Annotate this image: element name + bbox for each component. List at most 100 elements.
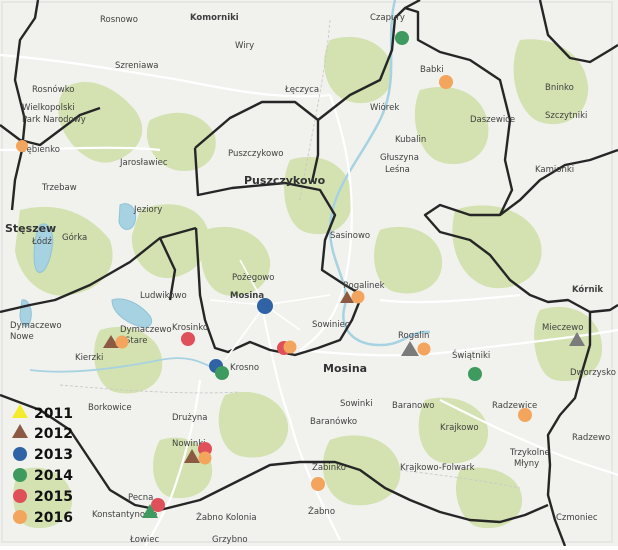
label-trzykolne-2: Młyny [514, 459, 539, 469]
label-zabno-kolonia: Żabno Kolonia [196, 512, 257, 523]
marker-2015 [181, 332, 195, 346]
label-kamionki: Kamionki [535, 165, 574, 175]
label-trzebaw: Trzebaw [41, 183, 77, 193]
place-labels: Rosnowo Komorniki Szreniawa Wiry Łęczyca… [5, 13, 616, 545]
label-dymaczewo-stare-1: Dymaczewo [120, 325, 172, 335]
marker-grey-triangle [569, 332, 585, 346]
label-krosinko: Krosinko [172, 323, 208, 333]
label-sowiniec: Sowiniec [312, 320, 350, 330]
label-jaroslawiec: Jarosławiec [119, 158, 168, 168]
label-steszew: Stęszew [5, 222, 56, 235]
label-komorniki: Komorniki [190, 13, 239, 23]
label-zabinko: Żabinko [312, 462, 346, 473]
marker-2016 [518, 408, 532, 422]
label-szczytniki: Szczytniki [545, 111, 587, 121]
legend: 2011 2012 2013 2014 2015 2016 [12, 404, 73, 526]
label-kornik: Kórnik [572, 284, 603, 295]
label-trzykolne-1: Trzykolne [509, 448, 550, 458]
label-mosina: Mosina [323, 362, 367, 375]
marker-2014-triangle [142, 504, 158, 518]
label-pozegowo: Pożegowo [232, 273, 274, 283]
label-bninko: Bninko [545, 83, 574, 93]
marker-2016 [351, 290, 365, 304]
label-puszczykowo-small: Puszczykowo [228, 149, 283, 159]
marker-2014 [468, 367, 482, 381]
label-borkowice: Borkowice [88, 403, 132, 413]
legend-label-2014: 2014 [34, 468, 73, 484]
marker-2014 [395, 31, 409, 45]
label-baranowko: Baranówko [310, 416, 357, 427]
label-dworzysko: Dworzysko [570, 368, 616, 378]
legend-label-2016: 2016 [34, 510, 73, 526]
label-gluszyna-2: Leśna [385, 164, 410, 175]
legend-label-2012: 2012 [34, 426, 73, 442]
observation-markers [16, 31, 585, 518]
marker-2014 [215, 366, 229, 380]
label-gorka: Górka [62, 232, 87, 243]
label-czmoniec: Czmoniec [556, 513, 598, 523]
label-krajkowo-folwark: Krajkowo-Folwark [400, 463, 475, 473]
map-frame [1, 1, 613, 543]
label-rosnowko: Rosnówko [32, 84, 75, 95]
label-wielkopolski-1: Wielkopolski [22, 103, 75, 113]
label-rogalin: Rogalin [398, 331, 429, 341]
marker-2013 [257, 298, 273, 314]
marker-2016 [417, 342, 431, 356]
label-lowiec: Łowiec [129, 535, 160, 545]
forest-areas [13, 36, 603, 529]
label-jeziory: Jeziory [133, 205, 162, 215]
water-bodies [19, 203, 153, 328]
marker-2012 [103, 335, 119, 348]
marker-2016 [311, 477, 325, 491]
marker-2016 [16, 140, 28, 152]
label-kubalin: Kubalin [395, 135, 426, 145]
label-puszczykowo: Puszczykowo [244, 174, 326, 187]
label-gluszyna-1: Głuszyna [380, 153, 419, 163]
marker-2012 [340, 291, 354, 303]
label-leczyca: Łęczyca [284, 85, 319, 95]
label-babki: Babki [420, 65, 444, 75]
label-krajkowo: Krajkowo [440, 423, 479, 433]
roads-minor [59, 19, 521, 489]
label-krosno: Krosno [230, 363, 259, 373]
river [328, 0, 431, 347]
legend-label-2013: 2013 [34, 447, 73, 463]
label-dymaczewo-stare-2: Stare [125, 336, 147, 346]
marker-2012 [184, 449, 200, 463]
label-grzybno: Grzybno [212, 535, 248, 545]
label-kierzki: Kierzki [75, 353, 103, 363]
label-zabno: Żabno [308, 506, 335, 517]
label-rosnowo: Rosnowo [100, 15, 138, 25]
legend-marker-2013 [13, 447, 27, 461]
legend-label-2011: 2011 [34, 406, 73, 422]
marker-2015 [151, 498, 165, 512]
label-baranowo: Baranowo [392, 401, 434, 411]
marker-2016 [283, 340, 297, 354]
label-swiatniki: Świątniki [452, 349, 490, 361]
legend-label-2015: 2015 [34, 489, 73, 505]
label-daszewice: Daszewice [470, 115, 515, 125]
legend-marker-2014 [13, 468, 27, 482]
legend-marker-2015 [13, 489, 27, 503]
label-ludwikowo: Ludwikowo [140, 291, 187, 301]
legend-marker-2012 [12, 424, 28, 438]
label-sasinowo: Sasinowo [330, 231, 370, 241]
label-dymaczewo-nowe-1: Dymaczewo [10, 321, 62, 331]
label-dymienko: Dębienko [20, 145, 60, 155]
label-wielkopolski-2: Park Narodowy [22, 115, 86, 125]
label-dymaczewo-nowe-2: Nowe [10, 332, 34, 342]
marker-2016 [439, 75, 453, 89]
label-sowinki: Sowinki [340, 399, 373, 409]
label-lodz: Łódź [31, 236, 52, 247]
legend-marker-2011 [12, 404, 28, 418]
label-wiry: Wiry [235, 41, 254, 51]
river-secondary [29, 357, 221, 373]
label-radzewo: Radzewo [572, 433, 610, 443]
label-rogalinek: Rogalinek [343, 281, 385, 291]
marker-2016 [115, 335, 129, 349]
marker-2016 [198, 451, 212, 465]
label-wiorek: Wiórek [370, 102, 399, 113]
